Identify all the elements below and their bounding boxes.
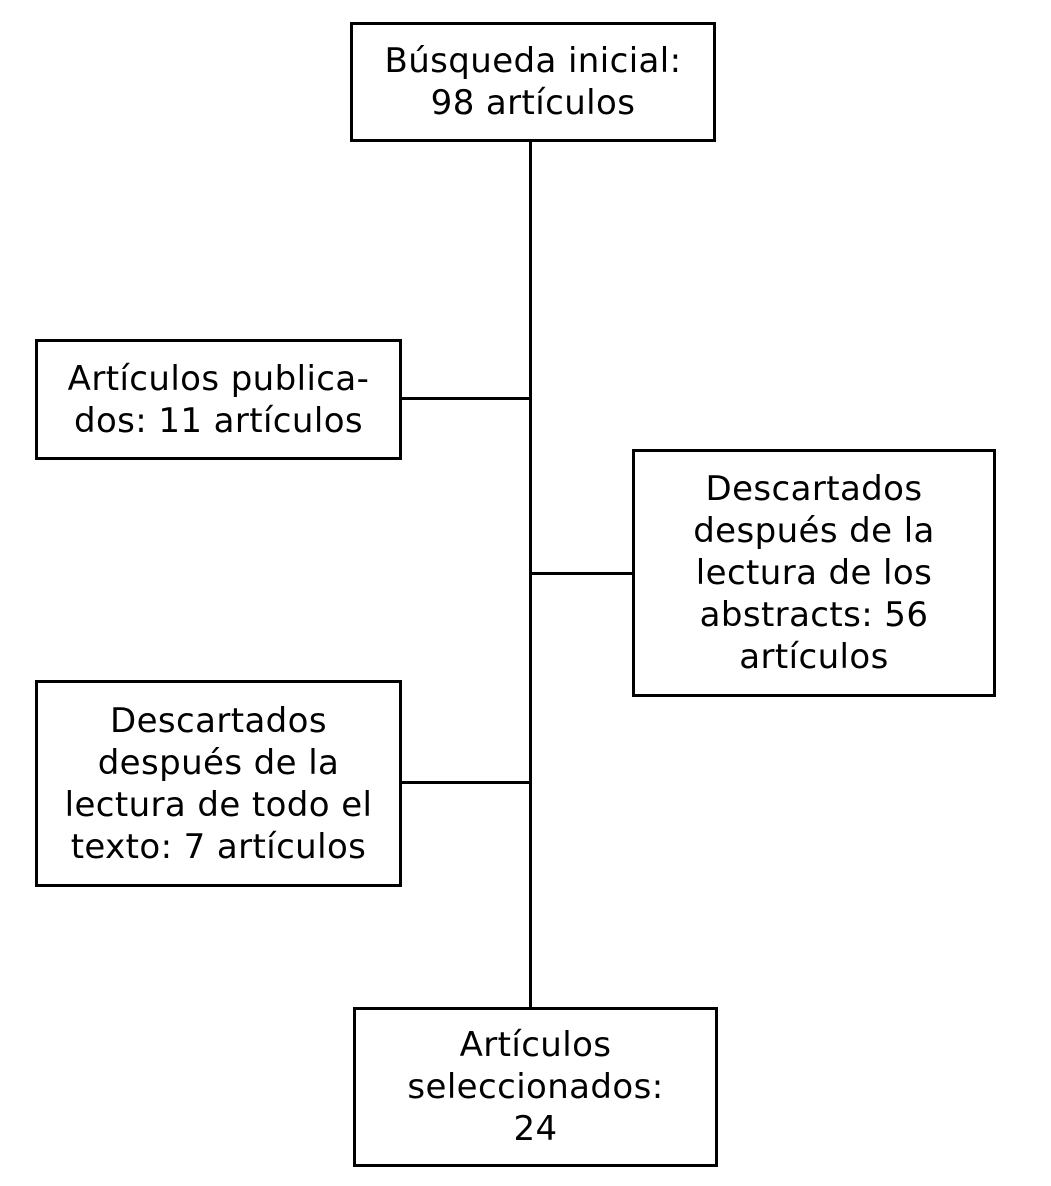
node-initial-search: Búsqueda inicial: 98 artículos xyxy=(350,22,716,142)
node-text-line: después de la xyxy=(97,742,340,783)
connector-abstracts-branch-line xyxy=(529,572,632,575)
node-text-line: seleccionados: xyxy=(407,1067,664,1107)
node-text-line: 98 artículos xyxy=(430,83,636,123)
node-text-line: abstracts: 56 xyxy=(699,595,929,635)
node-text-line: dos: 11 artículos xyxy=(73,400,364,441)
node-text-line: 24 xyxy=(513,1109,558,1149)
node-published-articles: Artículos publica- dos: 11 artículos xyxy=(35,339,402,460)
node-text-line: lectura de todo el xyxy=(64,784,373,825)
node-discarded-after-abstracts: Descartados después de la lectura de los… xyxy=(632,449,996,697)
node-text-line: Descartados xyxy=(110,700,327,741)
connector-full-text-branch-line xyxy=(402,781,532,784)
node-text-line: Artículos publica- xyxy=(67,358,370,399)
node-selected-articles: Artículos seleccionados: 24 xyxy=(353,1007,718,1167)
node-text-line: texto: 7 artículos xyxy=(70,826,367,867)
node-text-line: Descartados xyxy=(705,469,923,509)
node-text-line: después de la xyxy=(693,511,935,551)
node-text-line: lectura de los xyxy=(695,553,933,593)
connector-published-branch-line xyxy=(402,397,532,400)
node-text-line: Búsqueda inicial: xyxy=(384,41,682,81)
node-text-line: Artículos xyxy=(459,1025,612,1065)
node-discarded-after-full-text: Descartados después de la lectura de tod… xyxy=(35,680,402,887)
node-text-line: artículos xyxy=(739,637,889,677)
